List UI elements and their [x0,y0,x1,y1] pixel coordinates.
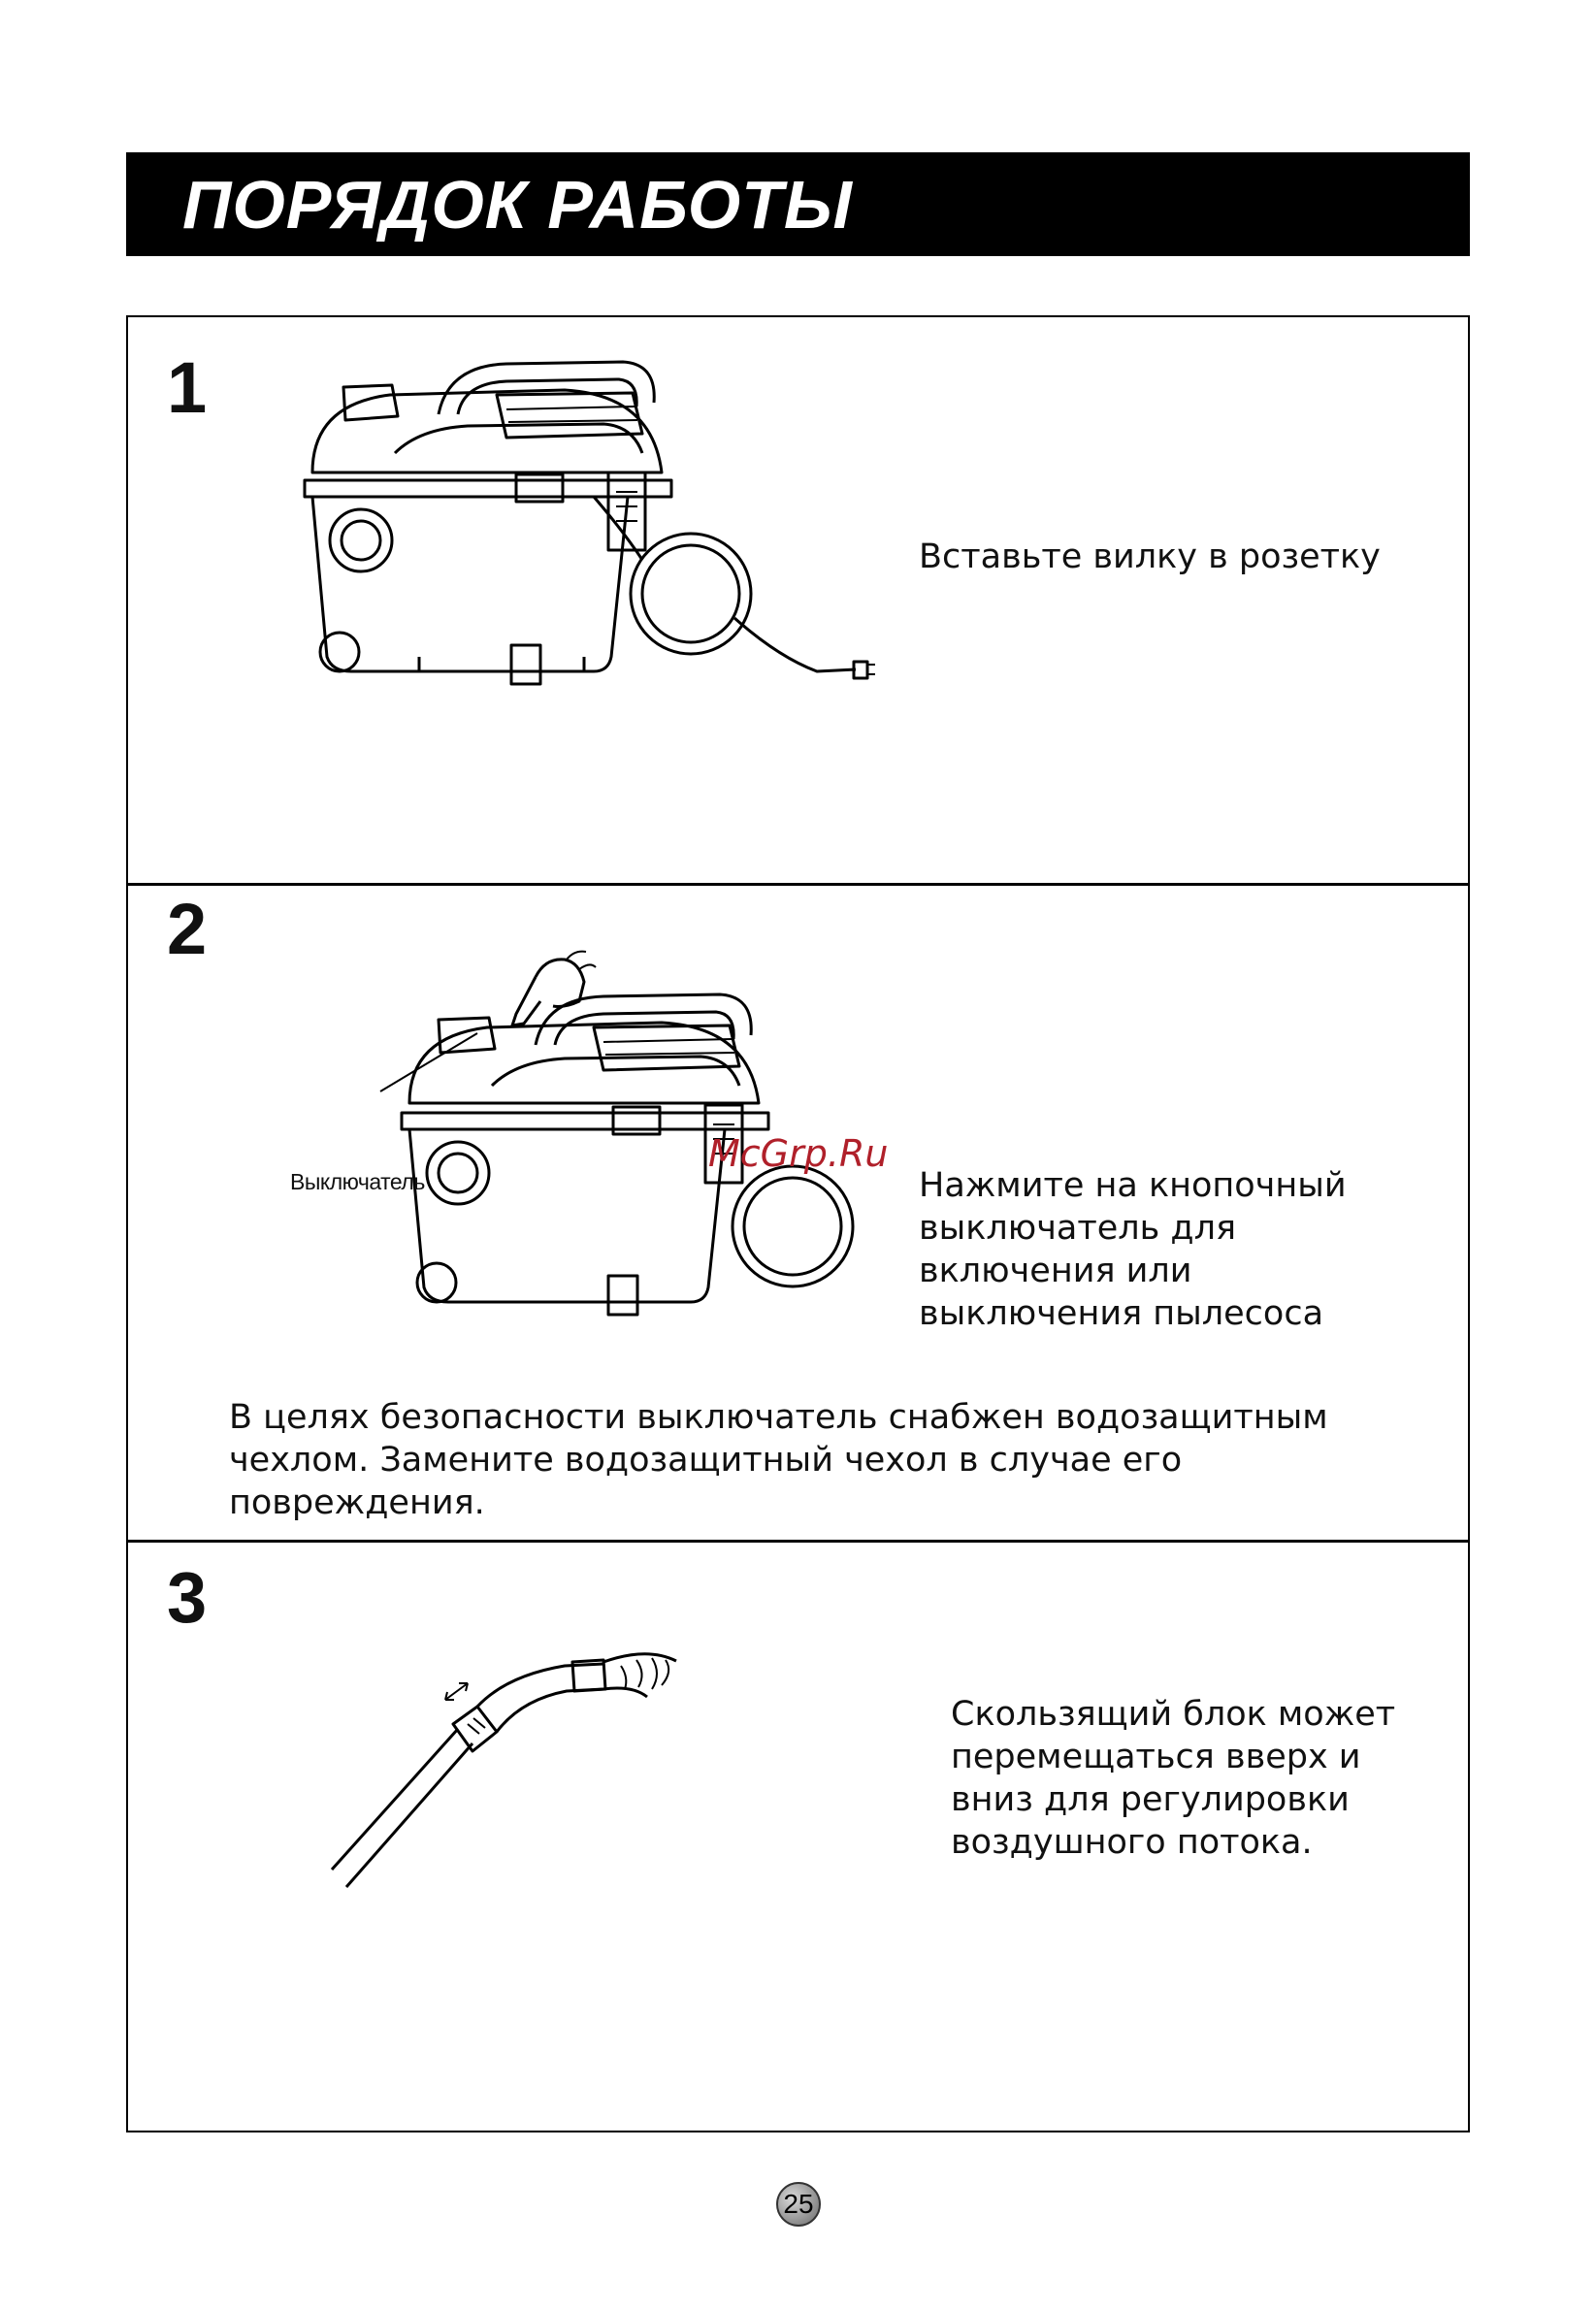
step-3-line-3: вниз для регулировки [951,1780,1350,1819]
hose-slider-illustration [330,1652,677,1888]
step-1-text: Вставьте вилку в розетку [919,537,1381,576]
step-3-text: Скользящий блок может перемещаться вверх… [951,1693,1395,1864]
step-2-line-4: выключения пылесоса [919,1294,1324,1333]
step-divider-1 [128,883,1468,886]
safety-note: В целях безопасности выключатель снабжен… [229,1398,1328,1522]
step-divider-2 [128,1540,1468,1543]
page-title: ПОРЯДОК РАБОТЫ [182,167,853,243]
vacuum-switch-illustration [379,950,855,1317]
switch-callout-label: Выключатель [290,1169,425,1194]
step-2-line-1: Нажмите на кнопочный [919,1166,1347,1205]
section-header: ПОРЯДОК РАБОТЫ [126,152,1470,256]
step-2-line-3: включения или [919,1252,1192,1290]
step-3-number: 3 [167,1557,208,1638]
step-2-number: 2 [167,889,208,969]
step-2-line-2: выключатель для [919,1209,1237,1248]
steps-frame: 1 [126,315,1470,2132]
step-3-line-4: воздушного потока. [951,1823,1313,1862]
page-number: 25 [776,2182,821,2227]
watermark: McGrp.Ru [708,1132,889,1175]
step-3-line-1: Скользящий блок может [951,1695,1396,1734]
vacuum-plug-illustration [303,360,875,686]
step-2-text: Нажмите на кнопочный выключатель для вкл… [919,1164,1347,1335]
step-1-number: 1 [167,347,208,428]
step-3-line-2: перемещаться вверх и [951,1738,1361,1776]
